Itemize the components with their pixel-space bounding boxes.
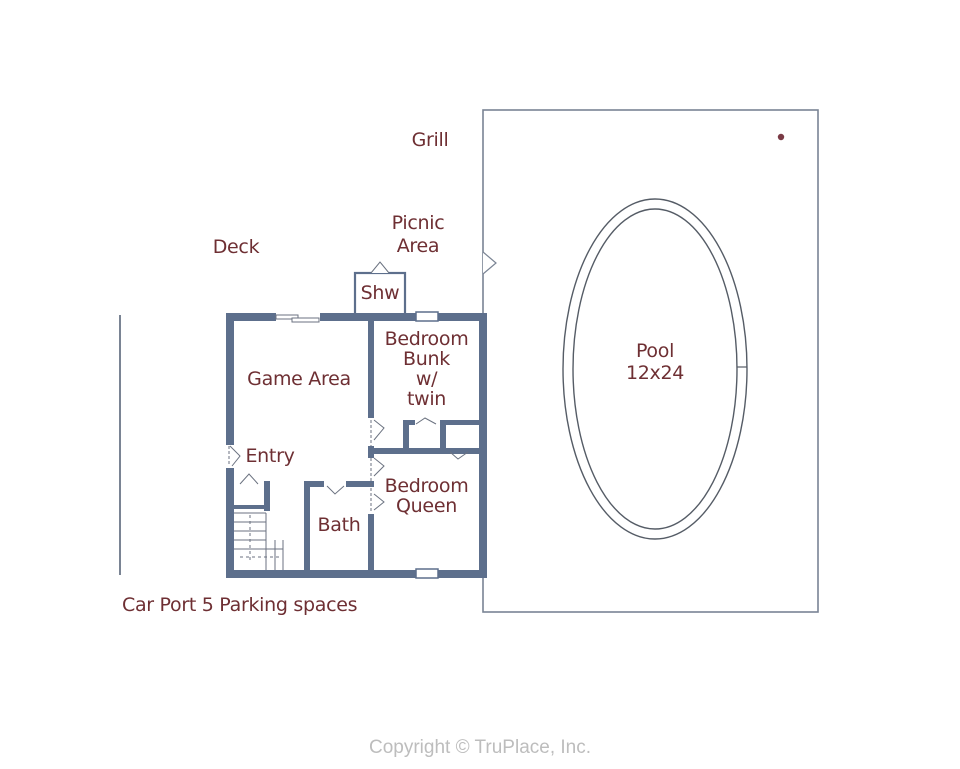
pool-label: Pool 12x24 (605, 340, 705, 384)
queen-label-line1: Bedroom (384, 475, 469, 497)
bunk-label-line1: Bedroom (384, 328, 469, 350)
sliding-door (275, 314, 320, 323)
gate-icon (482, 251, 497, 275)
picnic-label-line1: Picnic (391, 212, 445, 234)
shower-door-icon (370, 261, 390, 274)
bunk-label-line3: w/ (415, 368, 438, 390)
queen-label-line2: Queen (396, 495, 457, 517)
deck-label: Deck (212, 236, 260, 258)
door-swings (228, 417, 469, 512)
grill-label: Grill (411, 129, 449, 151)
game-area-label: Game Area (247, 368, 351, 390)
bunk-label-line4: twin (406, 388, 447, 410)
pool-label-line2: 12x24 (625, 362, 685, 384)
bunk-label-line2: Bunk (403, 348, 450, 370)
copyright-text: Copyright © TruPlace, Inc. (368, 737, 592, 758)
windows (415, 311, 439, 579)
bath-label: Bath (317, 514, 361, 536)
bedroom-bunk-label: Bedroom Bunk w/ twin (374, 329, 479, 409)
picnic-area-label: Picnic Area (378, 213, 458, 257)
stairs (234, 512, 284, 570)
house-walls (226, 313, 487, 578)
entry-label: Entry (245, 445, 295, 467)
shower-label: Shw (360, 282, 400, 304)
carport-label: Car Port 5 Parking spaces (122, 594, 358, 616)
bedroom-queen-label: Bedroom Queen (374, 476, 479, 516)
pool-shape (562, 198, 748, 540)
pool-label-line1: Pool (635, 340, 675, 362)
grill-marker-icon (777, 133, 785, 141)
picnic-label-line2: Area (396, 235, 440, 257)
